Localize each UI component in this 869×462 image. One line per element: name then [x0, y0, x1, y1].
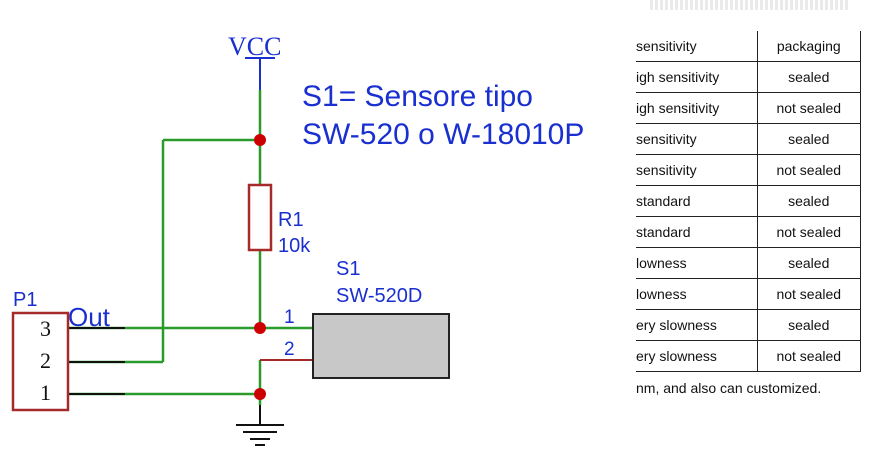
packaging-cell: not sealed	[756, 92, 861, 124]
resistor-r1	[247, 183, 273, 252]
sensor-note-line1: S1= Sensore tipo	[302, 80, 533, 113]
resistor-value: 10k	[278, 235, 311, 257]
packaging-cell: sealed	[756, 309, 861, 341]
sensitivity-cell: standard	[636, 185, 758, 217]
vcc-symbol	[245, 57, 275, 90]
sensitivity-cell: igh sensitivity	[636, 61, 758, 93]
sensitivity-cell: ery slowness	[636, 309, 758, 341]
table-header-row: sensitivity packaging	[636, 31, 861, 62]
switch-ref: S1	[336, 258, 360, 280]
pin-stubs	[68, 327, 125, 395]
switch-s1-body	[312, 313, 450, 379]
sensitivity-cell: ery slowness	[636, 340, 758, 372]
out-label: Out	[68, 302, 111, 332]
packaging-cell: not sealed	[756, 154, 861, 186]
resistor-ref: R1	[278, 209, 304, 231]
packaging-cell: sealed	[756, 247, 861, 279]
header-sensitivity: sensitivity	[636, 31, 758, 62]
connector-pin3-label: 3	[40, 316, 51, 341]
connector-p1-body	[11, 311, 70, 412]
packaging-cell: sealed	[756, 123, 861, 155]
sensitivity-cell: sensitivity	[636, 123, 758, 155]
sensitivity-cell: igh sensitivity	[636, 92, 758, 124]
sensitivity-cell: standard	[636, 216, 758, 248]
switch-pin2-label: 2	[284, 339, 295, 360]
sensor-note-line2: SW-520 o W-18010P	[302, 118, 584, 151]
connector-ref: P1	[13, 289, 37, 311]
sensitivity-cell: sensitivity	[636, 154, 758, 186]
cropped-header-strip	[650, 0, 850, 10]
switch-part: SW-520D	[336, 285, 422, 307]
connector-pin1-label: 1	[40, 380, 51, 405]
switch-pin1-label: 1	[284, 307, 295, 328]
ground-symbol	[236, 424, 284, 446]
packaging-cell: sealed	[756, 185, 861, 217]
junction-dots	[254, 134, 266, 400]
table-footnote: nm, and also can customized.	[636, 380, 822, 396]
header-packaging: packaging	[756, 31, 861, 62]
packaging-cell: not sealed	[756, 278, 861, 310]
packaging-cell: not sealed	[756, 340, 861, 372]
packaging-cell: not sealed	[756, 216, 861, 248]
connector-pin2-label: 2	[40, 348, 51, 373]
wires	[68, 90, 313, 396]
sensitivity-cell: lowness	[636, 278, 758, 310]
packaging-cell: sealed	[756, 61, 861, 93]
sensitivity-cell: lowness	[636, 247, 758, 279]
vcc-label: VCC	[228, 32, 281, 61]
